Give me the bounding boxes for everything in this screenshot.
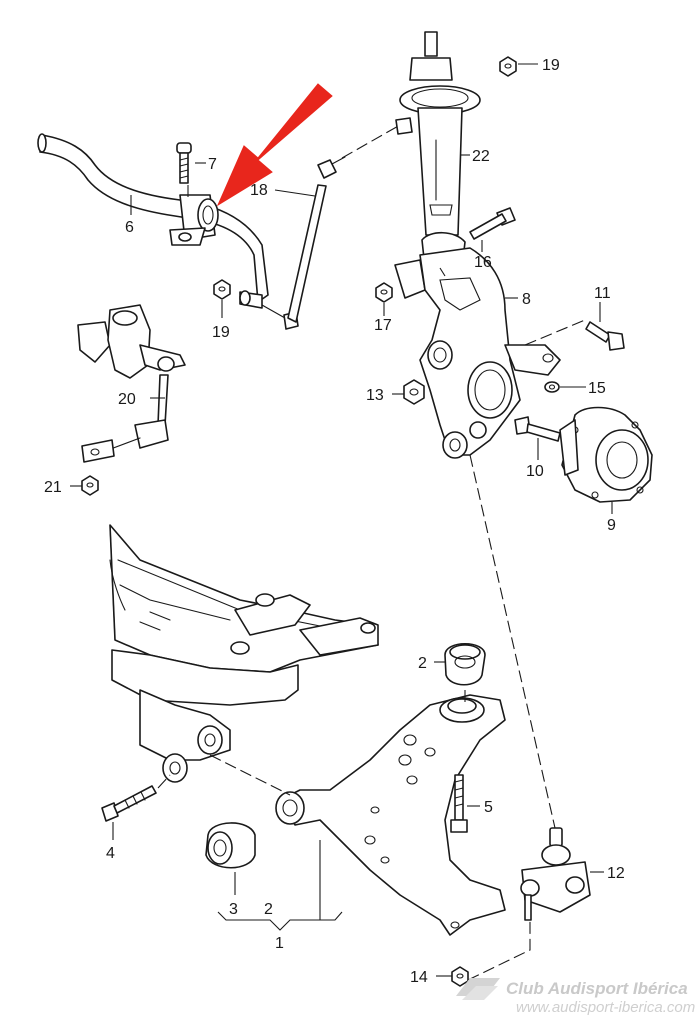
label-4: 4 [106,845,115,862]
coupling-rod [239,156,346,330]
anti-roll-bar [37,133,269,303]
red-arrow-icon [216,83,333,207]
wheel-hub [559,406,653,503]
watermark-url: www.audisport-iberica.com [516,999,695,1016]
bolt-11 [585,321,625,351]
nut-19-right [499,56,517,77]
label-1: 1 [275,935,284,952]
bolt-4 [101,785,157,822]
bush-3-front [205,822,256,869]
label-7: 7 [208,156,217,173]
label-21: 21 [44,479,62,496]
label-15: 15 [588,380,606,397]
subframe [109,524,379,783]
rear-bush [439,697,485,723]
highlight-arrow [216,83,333,207]
wheel-bearing-housing [394,247,561,459]
ball-joint [520,827,591,921]
label-22: 22 [472,148,490,165]
label-10: 10 [526,463,544,480]
label-8: 8 [522,291,531,308]
level-sensor [77,304,186,463]
label-12: 12 [607,865,625,882]
label-6: 6 [125,219,134,236]
label-13: 13 [366,387,384,404]
bush-2-loose [444,643,486,686]
label-19-left: 19 [212,324,230,341]
label-2-top: 2 [418,655,427,672]
strut [395,31,481,269]
label-18: 18 [250,182,268,199]
nut-14 [451,966,469,987]
label-20: 20 [118,391,136,408]
bolt-7 [176,142,192,184]
nut-19-left [213,279,231,300]
leader-lines [70,63,613,977]
label-5: 5 [484,799,493,816]
bolt-5 [450,774,468,833]
watermark: Club Audisport Ibérica www.audisport-ibe… [456,978,695,1016]
watermark-title: Club Audisport Ibérica [506,979,688,998]
label-9: 9 [607,517,616,534]
label-19-right: 19 [542,57,560,74]
bolt-16 [469,207,516,240]
bolt-10 [514,416,561,442]
part-labels: 7 6 19 18 20 21 19 22 16 8 17 11 13 15 1… [44,57,625,986]
nut-17 [375,282,393,303]
label-2-bottom: 2 [264,901,273,918]
nut-21 [81,475,99,496]
label-11: 11 [594,285,611,302]
label-16: 16 [474,254,492,271]
assembly-lines [157,124,586,981]
label-3: 3 [229,901,238,918]
label-14: 14 [410,969,428,986]
nut-13 [403,379,425,405]
washer-15 [544,381,560,393]
label-17: 17 [374,317,392,334]
wishbone [275,694,506,936]
